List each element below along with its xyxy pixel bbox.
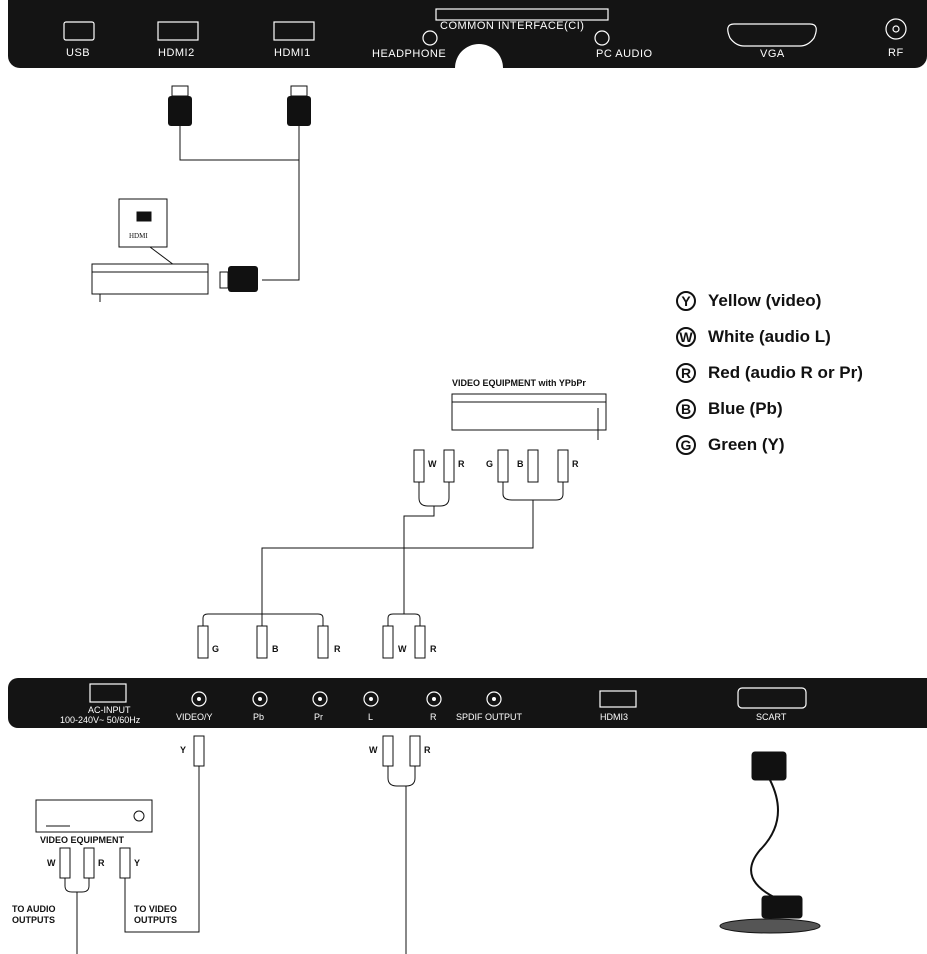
plug-r-bottom: R [424, 745, 431, 755]
scart-port [737, 687, 807, 709]
legend-y-circle: Y [676, 291, 696, 311]
pc-audio-label: PC AUDIO [596, 48, 653, 60]
ypbpr-equipment [451, 393, 607, 431]
hdmi-plug-2 [287, 96, 311, 126]
legend-w-text: White (audio L) [708, 327, 831, 346]
component-cable-upper [261, 482, 564, 614]
l-jack [363, 691, 379, 707]
video-cable-bottom [124, 766, 200, 933]
pb-label: Pb [253, 712, 265, 722]
pc-audio-jack [594, 30, 610, 46]
hdmi1-label: HDMI1 [274, 47, 311, 59]
to-video-outputs-line2: OUTPUTS [134, 915, 178, 925]
ac-spec-label: 100-240V~ 50/60Hz [60, 715, 141, 725]
hdmi-plug-1 [168, 96, 192, 126]
hdmi2-label: HDMI2 [158, 47, 195, 59]
spdif-label: SPDIF OUTPUT [456, 712, 523, 722]
hdmi1-port [273, 21, 315, 41]
plug-r-upper-2: R [572, 459, 579, 469]
pr-label: Pr [314, 712, 323, 722]
ac-input-label: AC-INPUT [88, 705, 131, 715]
plug-r-dvd: R [98, 858, 105, 868]
video-equipment-device [35, 799, 153, 833]
to-video-outputs-line1: TO VIDEO [134, 904, 177, 914]
scart-socket [719, 918, 821, 934]
to-audio-outputs-line2: OUTPUTS [12, 915, 56, 925]
legend-g-text: Green (Y) [708, 435, 785, 454]
common-interface-label: COMMON INTERFACE(CI) [440, 20, 585, 32]
plug-r-lower: R [334, 644, 341, 654]
legend-b-text: Blue (Pb) [708, 399, 783, 418]
r-jack [426, 691, 442, 707]
hdmi3-label: HDMI3 [600, 712, 629, 722]
l-label: L [368, 712, 374, 722]
legend-b-circle: B [676, 399, 696, 419]
hdmi3-port [599, 690, 637, 708]
video-equipment-label: VIDEO EQUIPMENT [40, 835, 125, 845]
audio-cable-upper [403, 482, 450, 614]
video-y-label: VIDEO/Y [176, 712, 213, 722]
vga-label: VGA [760, 48, 785, 60]
legend-green: G Green (Y) [676, 427, 863, 463]
plug-b-upper: B [517, 459, 524, 469]
plug-w-lower: W [398, 644, 407, 654]
vga-port [727, 23, 817, 47]
plug-r-lower-2: R [430, 644, 437, 654]
headphone-jack [422, 30, 438, 46]
rf-port-inner [892, 25, 900, 33]
plug-w-upper: W [428, 459, 437, 469]
panel-notch [455, 44, 503, 68]
legend-w-circle: W [676, 327, 696, 347]
scart-plug-top [751, 751, 787, 781]
hdmi-cable [179, 126, 300, 281]
pr-jack [312, 691, 328, 707]
plug-w-dvd: W [47, 858, 56, 868]
plug-y-dvd: Y [134, 858, 141, 868]
hdmi-callout-box [118, 198, 168, 248]
rf-label: RF [888, 47, 904, 59]
legend-y-text: Yellow (video) [708, 291, 822, 310]
usb-label: USB [66, 47, 91, 59]
r-label: R [430, 712, 437, 722]
legend-r-circle: R [676, 363, 696, 383]
hdmi-source-device [91, 263, 209, 295]
plug-y-bottom: Y [180, 745, 187, 755]
plug-g-upper: G [486, 459, 494, 469]
legend-blue: B Blue (Pb) [676, 391, 863, 427]
ac-input-port [89, 683, 127, 703]
plug-b-lower: B [272, 644, 279, 654]
legend-red: R Red (audio R or Pr) [676, 355, 863, 391]
hdmi2-port [157, 21, 199, 41]
color-legend: Y Yellow (video) W White (audio L) R Red… [676, 283, 863, 463]
common-interface-slot [435, 8, 609, 21]
pb-jack [252, 691, 268, 707]
scart-label: SCART [756, 712, 787, 722]
scart-plug-bottom [761, 895, 803, 919]
bottom-connector-panel [8, 678, 927, 728]
plug-g-lower: G [212, 644, 220, 654]
hdmi-plug-device [228, 266, 258, 292]
spdif-jack [486, 691, 502, 707]
plug-w-bottom: W [369, 745, 378, 755]
legend-white: W White (audio L) [676, 319, 863, 355]
plug-r-upper: R [458, 459, 465, 469]
hdmi-callout-label: HDMI [129, 232, 148, 240]
video-y-jack [191, 691, 207, 707]
bottom-rca-plugs [59, 735, 421, 879]
usb-port [63, 21, 95, 41]
ypbpr-equipment-label: VIDEO EQUIPMENT with YPbPr [452, 378, 586, 388]
headphone-label: HEADPHONE [372, 48, 447, 60]
legend-yellow: Y Yellow (video) [676, 283, 863, 319]
audio-cable-bottom [387, 766, 416, 954]
rf-port-outer [885, 18, 907, 40]
legend-g-circle: G [676, 435, 696, 455]
legend-r-text: Red (audio R or Pr) [708, 363, 863, 382]
to-audio-outputs-line1: TO AUDIO [12, 904, 56, 914]
